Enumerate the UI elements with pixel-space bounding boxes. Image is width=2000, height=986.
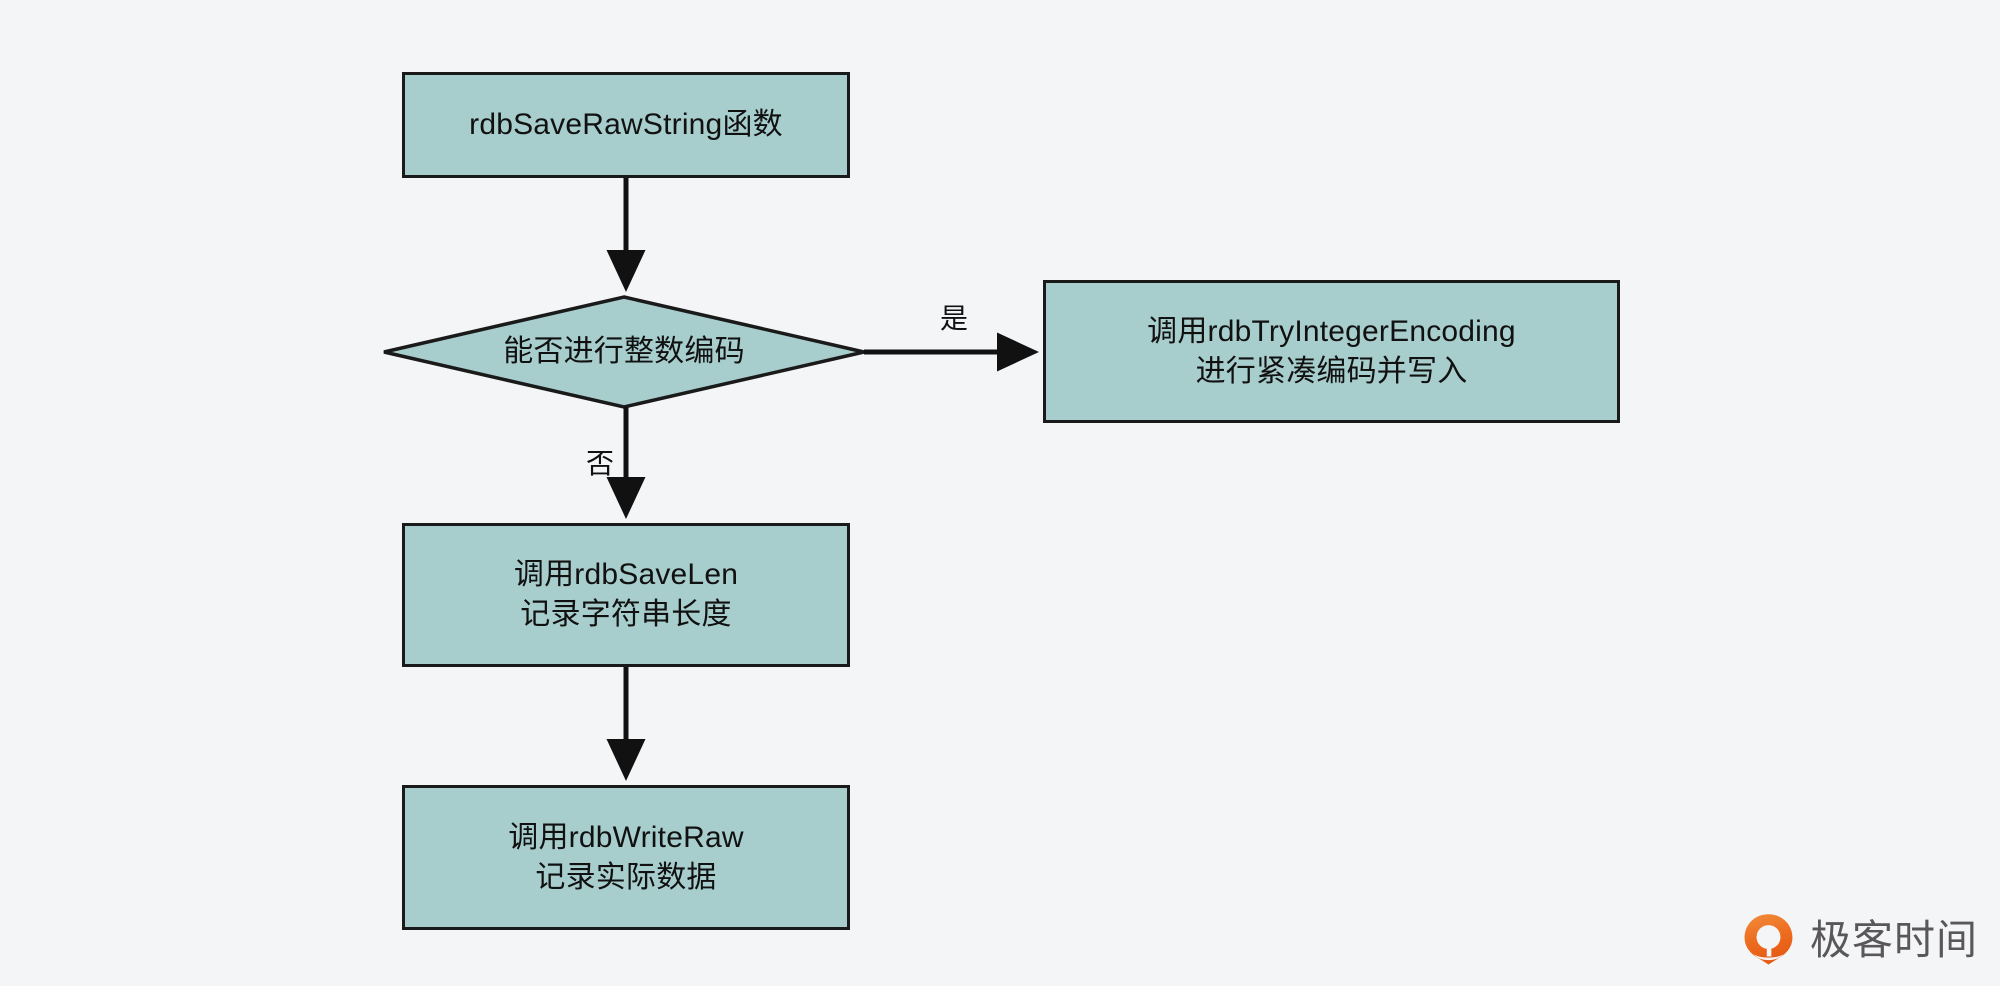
watermark-text: 极客时间 — [1810, 917, 1978, 963]
watermark: 极客时间 — [1740, 912, 1978, 969]
node-decision — [383, 295, 865, 409]
node-integer-encoding — [1043, 280, 1620, 423]
node-save-len — [402, 523, 850, 667]
edge-label-no: 否 — [586, 448, 615, 479]
edge-label-yes: 是 — [940, 303, 969, 334]
node-write-raw — [402, 785, 850, 930]
node-start — [402, 72, 850, 178]
geektime-logo-icon — [1744, 914, 1793, 965]
